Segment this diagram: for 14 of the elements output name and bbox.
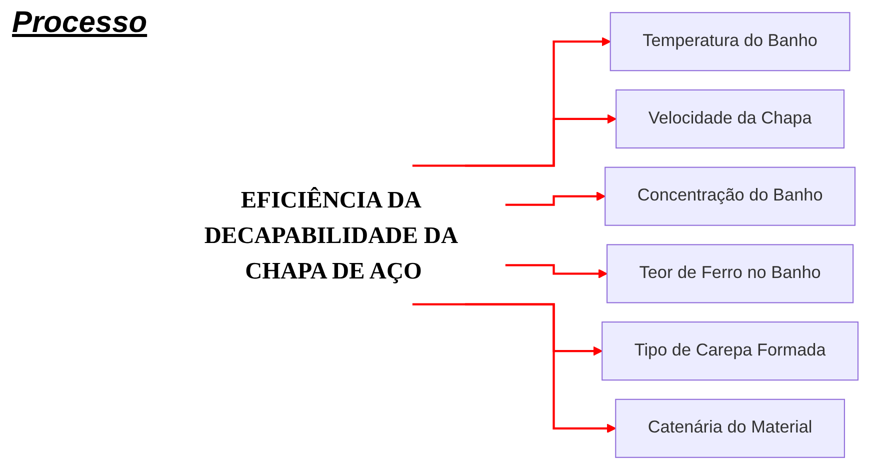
node-box — [615, 398, 846, 458]
arrow — [506, 192, 606, 206]
arrow — [412, 303, 616, 434]
arrow — [412, 36, 611, 167]
node-text: EFICIÊNCIA DA DECAPABILIDADE DA CHAPA DE AÇO — [204, 186, 457, 284]
node-box — [602, 321, 859, 381]
arrow — [506, 264, 608, 278]
arrow — [465, 114, 617, 167]
node-box — [616, 89, 845, 149]
node-box — [606, 244, 854, 304]
node-box — [604, 166, 856, 226]
node-box — [610, 12, 850, 72]
title: Processo — [12, 6, 148, 40]
flowchart: EFICIÊNCIA DA DECAPABILIDADE DA CHAPA DE AÇO Temperatura do Banho Velocidade da Chapa Concentração do Banho Teor de Ferro no Banho Tipo de Carepa Formada Catenária do Material — [153, 4, 867, 466]
